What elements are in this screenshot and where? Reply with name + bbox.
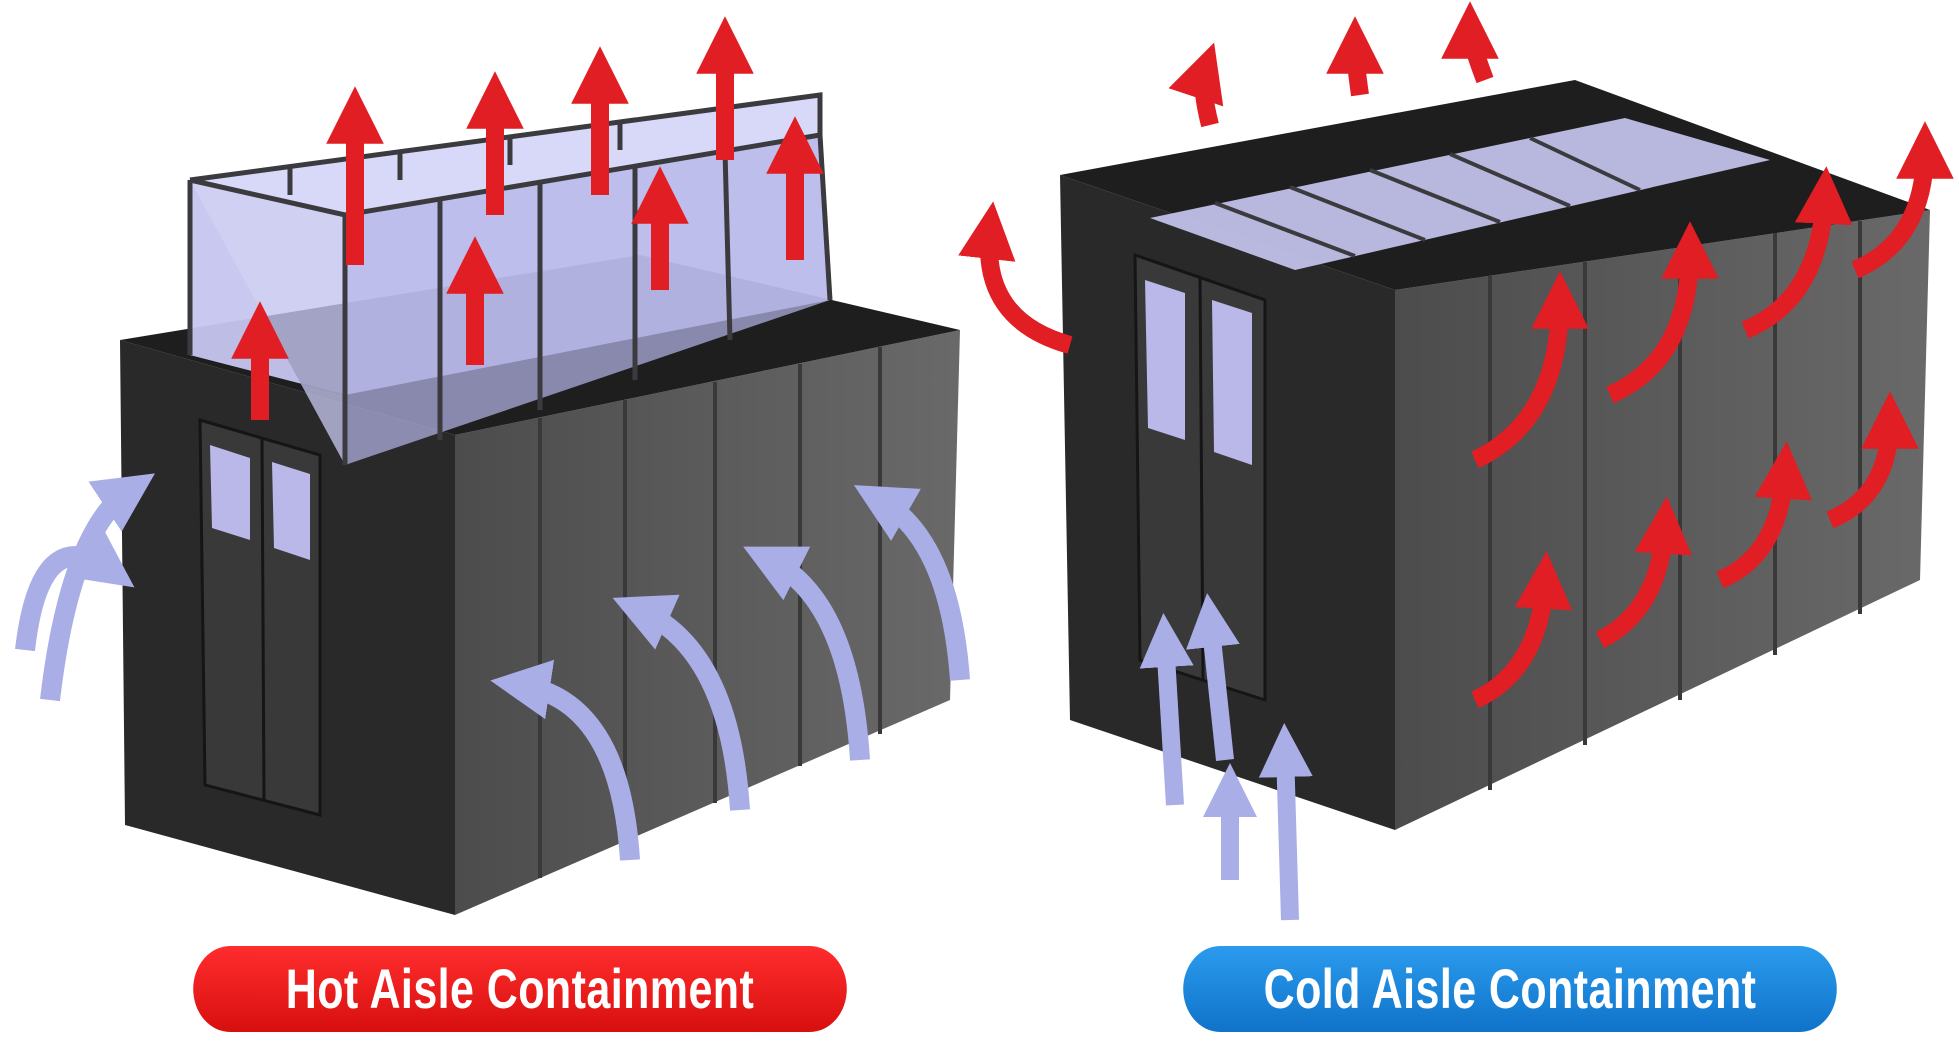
cool-air-arrows-cold-pod xyxy=(1139,593,1313,921)
arrow-up-red-icon xyxy=(958,201,1073,354)
hot-pod-side-face xyxy=(455,330,960,915)
curved-arrow-lavender-icon xyxy=(40,473,155,702)
curved-arrow-lavender-icon xyxy=(853,485,970,681)
arrow-up-red-icon xyxy=(1716,441,1813,589)
curved-arrow-lavender-icon xyxy=(743,546,870,761)
arrow-up-red-icon xyxy=(1168,42,1224,128)
hot-aisle-label-text: Hot Aisle Containment xyxy=(285,957,755,1021)
arrow-up-red-icon xyxy=(1326,16,1384,97)
cold-aisle-glass-roof xyxy=(1150,118,1770,270)
cold-aisle-label-text: Cold Aisle Containment xyxy=(1263,957,1757,1021)
arrow-up-red-icon xyxy=(1471,271,1589,469)
cold-aisle-pod xyxy=(958,1,1954,921)
arrow-up-red-icon xyxy=(1606,221,1719,404)
cool-air-arrows-hot-pod xyxy=(15,473,970,861)
hot-pod-doors xyxy=(198,417,322,817)
arrow-up-red-icon xyxy=(1441,1,1499,84)
cold-aisle-label: Cold Aisle Containment xyxy=(1183,946,1837,1032)
arrow-up-red-icon xyxy=(1741,166,1853,339)
hot-aisle-label: Hot Aisle Containment xyxy=(193,946,847,1032)
curved-arrow-lavender-icon xyxy=(490,659,640,861)
arrow-up-red-icon xyxy=(1851,121,1954,279)
arrow-up-lavender-icon xyxy=(1139,613,1194,806)
arrow-up-red-icon xyxy=(1471,551,1573,709)
hot-air-arrows-cold-pod xyxy=(958,1,1954,709)
hot-aisle-pod xyxy=(15,16,970,915)
arrow-up-red-icon xyxy=(1826,391,1919,529)
arrow-up-red-icon xyxy=(1595,496,1693,649)
arrow-up-lavender-icon xyxy=(1186,593,1240,761)
curved-arrow-lavender-icon xyxy=(612,594,750,811)
hot-air-arrows xyxy=(231,16,824,420)
cold-pod-doors xyxy=(1133,252,1267,703)
arrow-up-lavender-icon xyxy=(1258,723,1313,921)
curved-arrow-lavender-icon xyxy=(15,528,135,652)
